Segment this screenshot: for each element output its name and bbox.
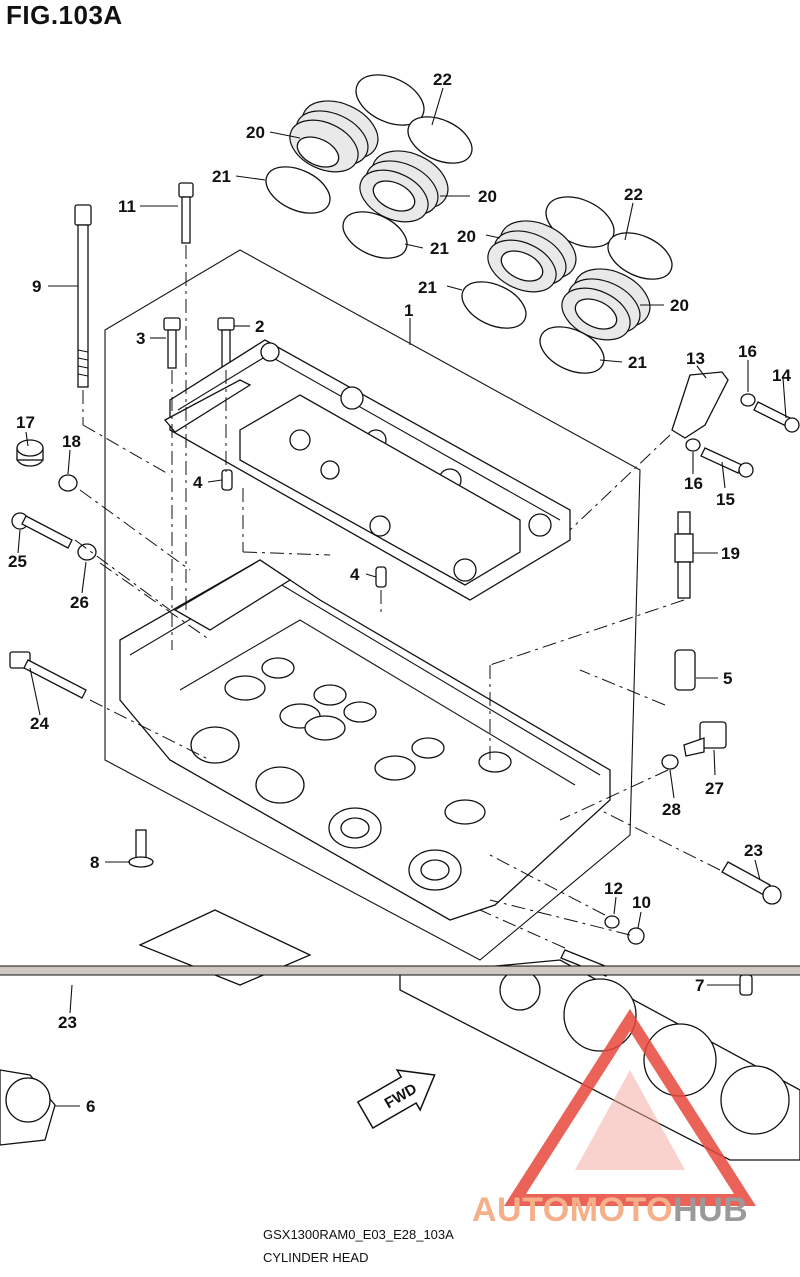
bolt-8 bbox=[128, 829, 154, 868]
bolt-24 bbox=[9, 651, 87, 699]
camshaft-holder bbox=[163, 339, 571, 601]
callout-5: 5 bbox=[723, 669, 732, 688]
bolt-23-right bbox=[721, 861, 782, 905]
callout-21: 21 bbox=[418, 278, 437, 297]
callout-12: 12 bbox=[604, 879, 623, 898]
assembly-boundary bbox=[104, 249, 641, 961]
callout-4: 4 bbox=[350, 565, 360, 584]
callout-28: 28 bbox=[662, 800, 681, 819]
watermark-text-part1: AUTOMOTO bbox=[472, 1191, 674, 1229]
bolt-3 bbox=[163, 317, 181, 369]
callout-25: 25 bbox=[8, 552, 27, 571]
part-5 bbox=[674, 649, 696, 691]
callout-8: 8 bbox=[90, 853, 99, 872]
washer-16-lower bbox=[685, 438, 701, 452]
callout-9: 9 bbox=[32, 277, 41, 296]
callout-16: 16 bbox=[684, 474, 703, 493]
callout-4: 4 bbox=[193, 473, 203, 492]
cylinder-head-body bbox=[119, 559, 611, 921]
callout-20: 20 bbox=[246, 123, 265, 142]
bolt-11 bbox=[178, 182, 194, 244]
watermark-logo bbox=[504, 1008, 756, 1206]
callout-21: 21 bbox=[430, 239, 449, 258]
callout-labels: 22 20 21 20 21 22 20 21 20 21 11 9 3 2 1… bbox=[8, 70, 791, 1116]
callout-2: 2 bbox=[255, 317, 264, 336]
callout-10: 10 bbox=[632, 893, 651, 912]
dowel-7 bbox=[739, 974, 753, 996]
washer-28 bbox=[661, 754, 679, 770]
bolt-14 bbox=[753, 401, 800, 433]
callout-7: 7 bbox=[695, 976, 704, 995]
callout-6: 6 bbox=[86, 1097, 95, 1116]
callout-15: 15 bbox=[716, 490, 735, 509]
callout-3: 3 bbox=[136, 329, 145, 348]
callout-20: 20 bbox=[670, 296, 689, 315]
callout-19: 19 bbox=[721, 544, 740, 563]
intake-boot-group bbox=[265, 74, 673, 374]
intake-boot bbox=[289, 74, 473, 173]
cylinder-head-gasket bbox=[0, 909, 800, 1161]
callout-27: 27 bbox=[705, 779, 724, 798]
callout-23: 23 bbox=[744, 841, 763, 860]
alignment-lines bbox=[74, 245, 721, 949]
callout-1: 1 bbox=[404, 301, 413, 320]
watermark-text: AUTOMOTOHUB bbox=[472, 1191, 748, 1230]
callout-11: 11 bbox=[118, 197, 136, 216]
washer-12 bbox=[604, 915, 620, 929]
callout-13: 13 bbox=[686, 349, 705, 368]
callout-21: 21 bbox=[212, 167, 231, 186]
callout-23: 23 bbox=[58, 1013, 77, 1032]
intake-boot bbox=[487, 196, 673, 293]
bolt-25 bbox=[11, 512, 73, 549]
sensor-27 bbox=[683, 721, 727, 757]
figure-code: GSX1300RAM0_E03_E28_103A bbox=[263, 1227, 454, 1242]
intake-boot bbox=[461, 268, 651, 374]
washer-26 bbox=[77, 543, 97, 561]
callout-20: 20 bbox=[478, 187, 497, 206]
callout-22: 22 bbox=[624, 185, 643, 204]
bolt-10 bbox=[627, 927, 645, 945]
callout-26: 26 bbox=[70, 593, 89, 612]
figure-title: FIG.103A bbox=[6, 0, 123, 30]
dowel-4-upper bbox=[221, 469, 233, 491]
bracket-13 bbox=[671, 371, 729, 439]
torn-separator bbox=[0, 966, 800, 975]
cap-17 bbox=[16, 439, 44, 467]
forward-direction-arrow: FWD bbox=[356, 1069, 436, 1130]
spark-plug-19 bbox=[674, 511, 694, 599]
watermark-text-part2: HUB bbox=[673, 1191, 749, 1229]
callout-22: 22 bbox=[433, 70, 452, 89]
bolt-15 bbox=[700, 447, 754, 478]
leader-lines bbox=[17, 87, 787, 1107]
callout-21: 21 bbox=[628, 353, 647, 372]
intake-boot bbox=[265, 150, 449, 259]
callout-14: 14 bbox=[772, 366, 791, 385]
washer-16-upper bbox=[740, 393, 756, 407]
figure-name: CYLINDER HEAD bbox=[263, 1250, 369, 1265]
callout-20: 20 bbox=[457, 227, 476, 246]
dowel-4-lower bbox=[375, 566, 387, 588]
callout-16: 16 bbox=[738, 342, 757, 361]
callout-17: 17 bbox=[16, 413, 35, 432]
long-bolt-9 bbox=[74, 204, 92, 388]
callout-24: 24 bbox=[30, 714, 49, 733]
washer-18 bbox=[58, 474, 78, 492]
callout-18: 18 bbox=[62, 432, 81, 451]
